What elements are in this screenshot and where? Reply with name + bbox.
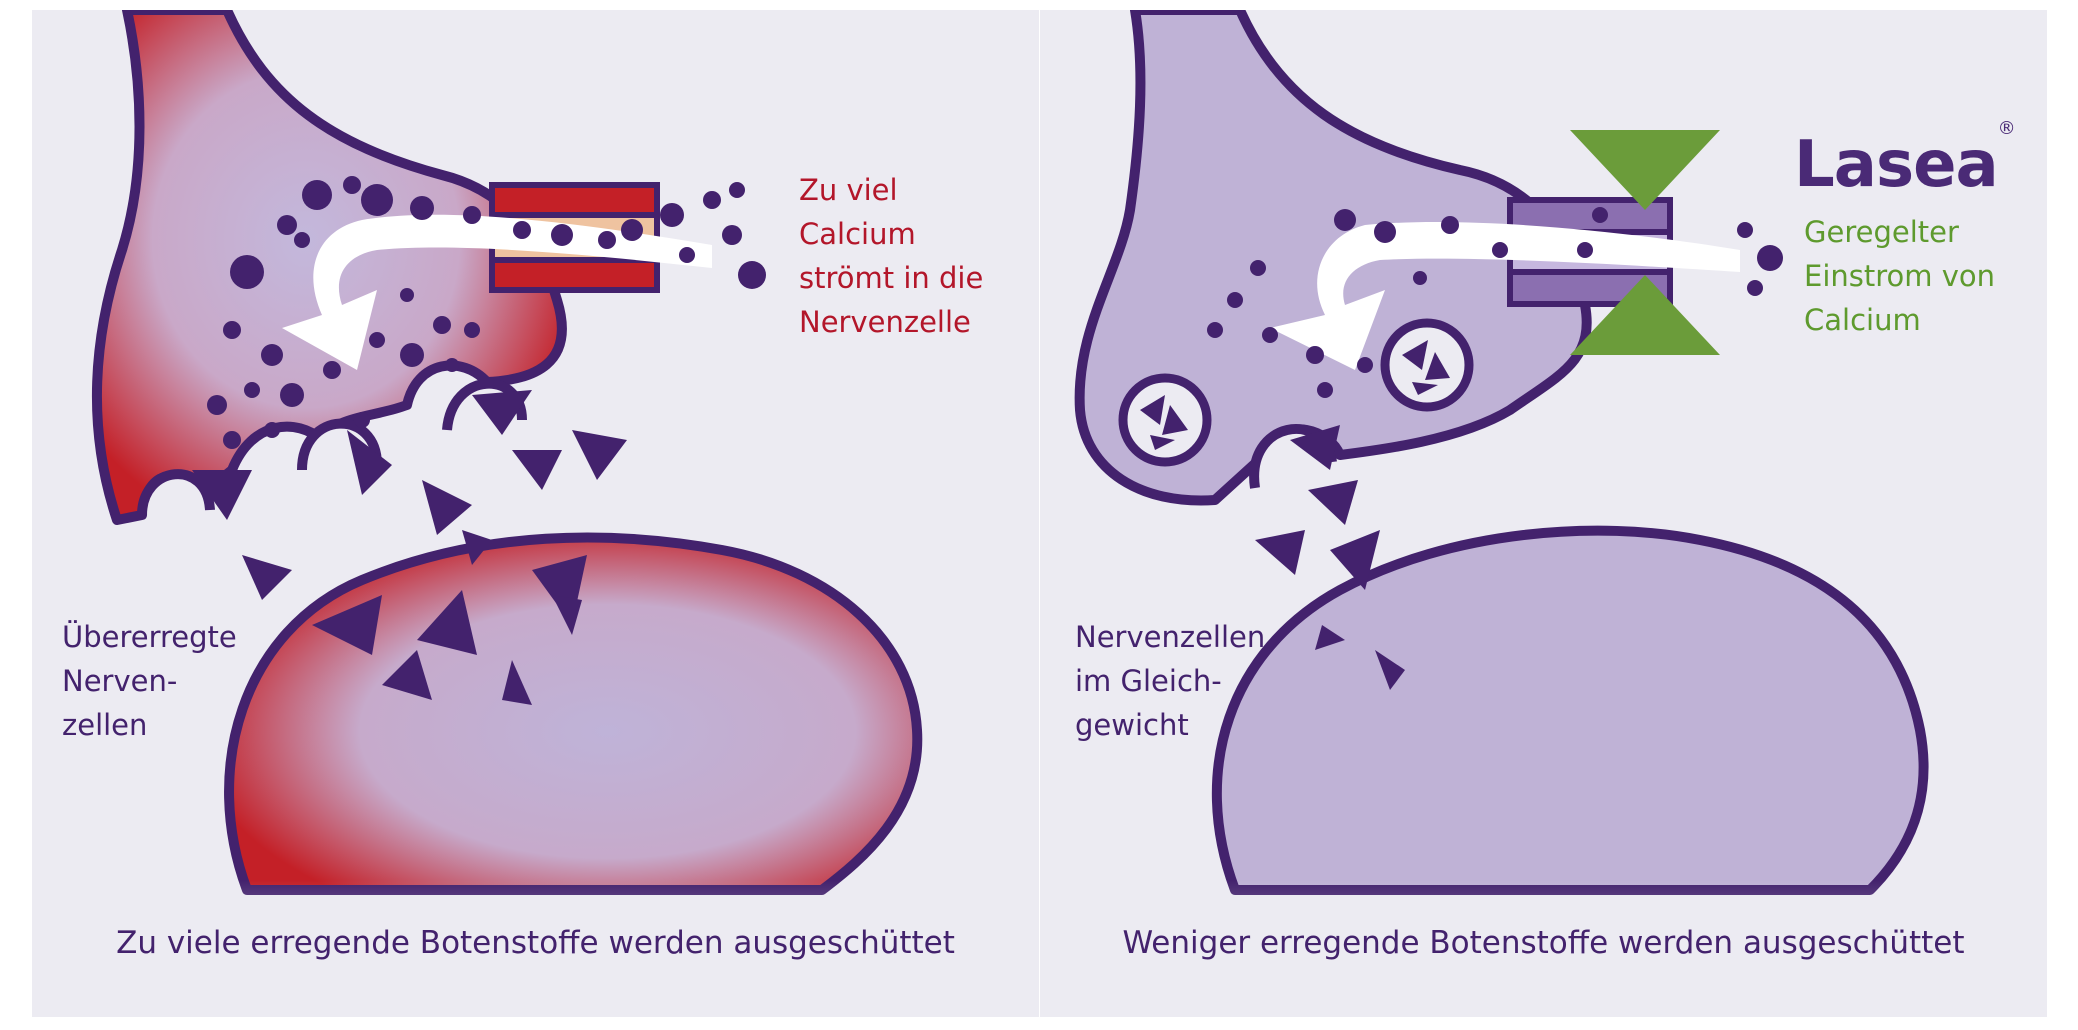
regulated-influx-label: Geregelter Einstrom von Calcium: [1804, 215, 1996, 337]
bottom-fade: [1040, 880, 2047, 1017]
balanced-neurons-label: Nervenzellen im Gleich- gewicht: [1075, 620, 1266, 742]
brand-logo: Lasea®: [1794, 117, 2016, 202]
regulator-hourglass-icon: [1570, 130, 1720, 355]
calcium-ions: [1207, 207, 1783, 398]
overexcited-neurons-label: Übererregte Nerven- zellen: [62, 620, 237, 742]
calcium-ions: [207, 176, 766, 449]
neurotransmitters: [192, 390, 627, 705]
influx-arrow: [1270, 222, 1740, 370]
panel-overexcited: Zu viel Calcium strömt in die Nervenzell…: [32, 10, 1039, 1017]
synapse-balanced-diagram: [1040, 10, 2047, 1017]
postsynaptic-cell: [1211, 525, 1929, 895]
left-caption: Zu viele erregende Botenstoffe werden au…: [116, 925, 955, 961]
bottom-fade: [32, 880, 1039, 1017]
calcium-overload-label: Zu viel Calcium strömt in die Nervenzell…: [799, 173, 984, 339]
closed-vesicles: [1118, 318, 1474, 467]
influx-arrow: [282, 214, 712, 370]
synapse-overexcited-diagram: [32, 10, 1039, 1017]
right-caption: Weniger erregende Botenstoffe werden aus…: [1122, 925, 1965, 961]
postsynaptic-cell: [224, 532, 923, 895]
panel-balanced: Lasea® Geregelter Einstrom von Calcium N…: [1040, 10, 2047, 1017]
vesicle-contents: [1140, 340, 1450, 450]
neurotransmitters: [1255, 425, 1405, 690]
